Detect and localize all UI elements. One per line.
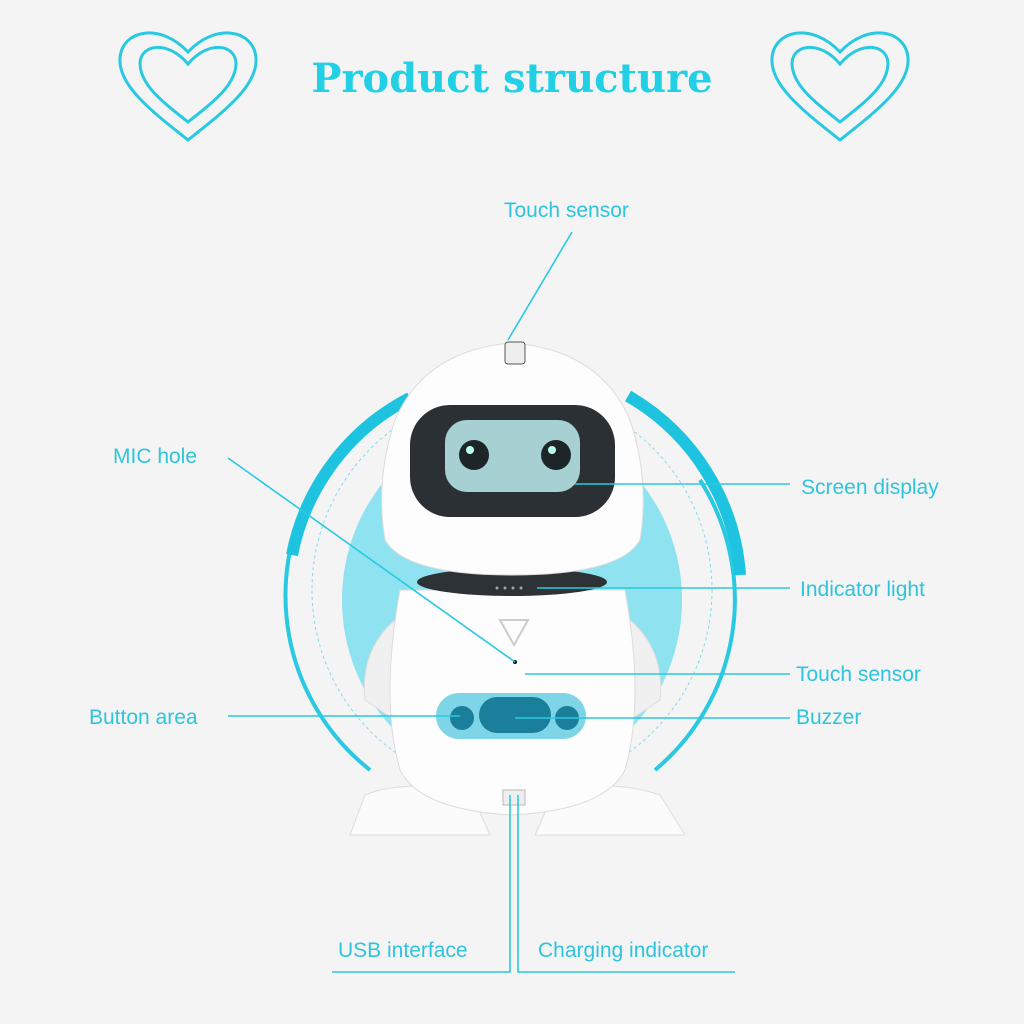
label-screen-display: Screen display: [801, 476, 939, 499]
label-touch-sensor-top: Touch sensor: [504, 199, 629, 222]
label-button-area: Button area: [89, 706, 198, 729]
label-usb-interface: USB interface: [338, 939, 468, 962]
label-indicator-light: Indicator light: [800, 578, 925, 601]
label-charging-indicator: Charging indicator: [538, 939, 709, 962]
heart-icon-left: [118, 31, 258, 142]
leader-lines: [227, 231, 790, 973]
label-buzzer: Buzzer: [796, 706, 862, 729]
heart-icon-right: [770, 31, 910, 142]
label-touch-sensor-body: Touch sensor: [796, 663, 921, 686]
page-title: Product structure: [311, 55, 713, 102]
label-mic-hole: MIC hole: [113, 445, 198, 468]
